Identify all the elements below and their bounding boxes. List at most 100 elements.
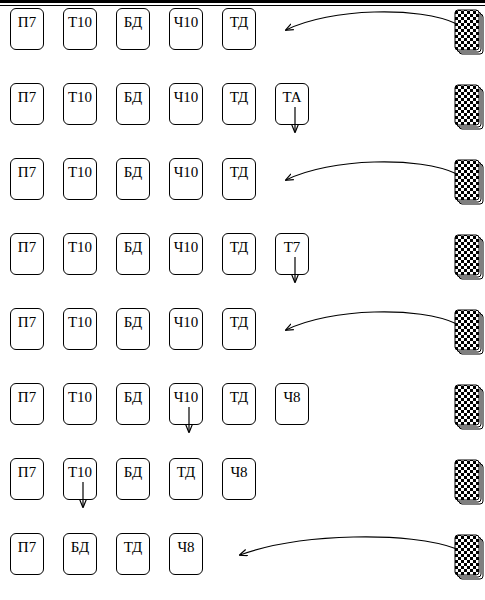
card-label: ТД xyxy=(223,14,255,31)
card-label: Т10 xyxy=(64,389,96,406)
deal-arrow xyxy=(240,537,457,555)
playing-card: ТД xyxy=(222,158,256,200)
card-label: Ч10 xyxy=(170,164,202,181)
card-label: П7 xyxy=(11,464,43,481)
card-label: Т10 xyxy=(64,239,96,256)
card-label: Ч10 xyxy=(170,89,202,106)
playing-card: П7 xyxy=(10,533,44,575)
playing-card: БД xyxy=(116,458,150,500)
card-deck xyxy=(455,160,483,204)
playing-card: Ч10 xyxy=(169,8,203,50)
remove-arrow xyxy=(294,257,295,282)
playing-card: БД xyxy=(116,158,150,200)
card-label: БД xyxy=(117,89,149,106)
playing-card: ТД xyxy=(222,83,256,125)
playing-card: БД xyxy=(116,8,150,50)
card-label: Т10 xyxy=(64,314,96,331)
card-label: Ч8 xyxy=(170,539,202,556)
card-deck xyxy=(455,10,483,54)
card-label: П7 xyxy=(11,164,43,181)
card-label: ТД xyxy=(223,314,255,331)
playing-card: ТД xyxy=(222,308,256,350)
card-label: Т10 xyxy=(64,464,96,481)
card-label: ТД xyxy=(223,89,255,106)
playing-card: Т10 xyxy=(63,383,97,425)
playing-card: Ч10 xyxy=(169,233,203,275)
card-label: ТД xyxy=(223,164,255,181)
playing-card: Ч10 xyxy=(169,383,203,425)
playing-card: БД xyxy=(116,383,150,425)
top-rule xyxy=(0,5,485,6)
card-label: П7 xyxy=(11,14,43,31)
playing-card: Т7 xyxy=(275,233,309,275)
card-deck xyxy=(455,235,483,279)
playing-card: Т10 xyxy=(63,233,97,275)
playing-card: Ч10 xyxy=(169,308,203,350)
playing-card: БД xyxy=(116,308,150,350)
playing-card: БД xyxy=(116,233,150,275)
card-deck xyxy=(455,460,483,504)
remove-arrow xyxy=(82,482,83,507)
playing-card: ТД xyxy=(116,533,150,575)
playing-card: П7 xyxy=(10,233,44,275)
card-label: Т10 xyxy=(64,14,96,31)
playing-card: Ч8 xyxy=(275,383,309,425)
playing-card: П7 xyxy=(10,158,44,200)
card-label: БД xyxy=(117,389,149,406)
playing-card: П7 xyxy=(10,383,44,425)
card-label: П7 xyxy=(11,89,43,106)
playing-card: ТД xyxy=(222,383,256,425)
card-deck xyxy=(455,535,483,579)
card-deck xyxy=(455,385,483,429)
card-label: Т7 xyxy=(276,239,308,256)
card-label: ТД xyxy=(117,539,149,556)
playing-card: Т10 xyxy=(63,8,97,50)
card-label: П7 xyxy=(11,314,43,331)
deal-arrow xyxy=(286,162,457,180)
playing-card: ТД xyxy=(222,233,256,275)
deal-arrow xyxy=(286,12,457,30)
card-label: ТД xyxy=(170,464,202,481)
deal-arrow xyxy=(286,312,457,330)
card-label: БД xyxy=(117,14,149,31)
card-deck xyxy=(455,310,483,354)
playing-card: Ч10 xyxy=(169,158,203,200)
card-label: Ч10 xyxy=(170,239,202,256)
card-deck xyxy=(455,85,483,129)
card-label: БД xyxy=(117,314,149,331)
top-rule xyxy=(0,0,485,3)
remove-arrow xyxy=(188,407,189,432)
playing-card: П7 xyxy=(10,308,44,350)
card-label: БД xyxy=(64,539,96,556)
playing-card: Т10 xyxy=(63,458,97,500)
card-label: П7 xyxy=(11,389,43,406)
playing-card: П7 xyxy=(10,83,44,125)
playing-card: Т10 xyxy=(63,83,97,125)
card-label: Ч10 xyxy=(170,14,202,31)
card-label: Ч10 xyxy=(170,314,202,331)
card-label: Ч10 xyxy=(170,389,202,406)
playing-card: ТА xyxy=(275,83,309,125)
playing-card: ТД xyxy=(169,458,203,500)
card-label: ТД xyxy=(223,389,255,406)
card-label: ТД xyxy=(223,239,255,256)
playing-card: Ч10 xyxy=(169,83,203,125)
card-label: П7 xyxy=(11,539,43,556)
card-label: Ч8 xyxy=(276,389,308,406)
remove-arrow xyxy=(294,107,295,132)
card-label: ТА xyxy=(276,89,308,106)
playing-card: БД xyxy=(116,83,150,125)
playing-card: Ч8 xyxy=(169,533,203,575)
playing-card: П7 xyxy=(10,458,44,500)
card-label: Т10 xyxy=(64,89,96,106)
playing-card: БД xyxy=(63,533,97,575)
card-label: Ч8 xyxy=(223,464,255,481)
card-label: БД xyxy=(117,464,149,481)
card-label: БД xyxy=(117,239,149,256)
card-label: БД xyxy=(117,164,149,181)
playing-card: П7 xyxy=(10,8,44,50)
playing-card: Т10 xyxy=(63,158,97,200)
playing-card: Т10 xyxy=(63,308,97,350)
playing-card: Ч8 xyxy=(222,458,256,500)
